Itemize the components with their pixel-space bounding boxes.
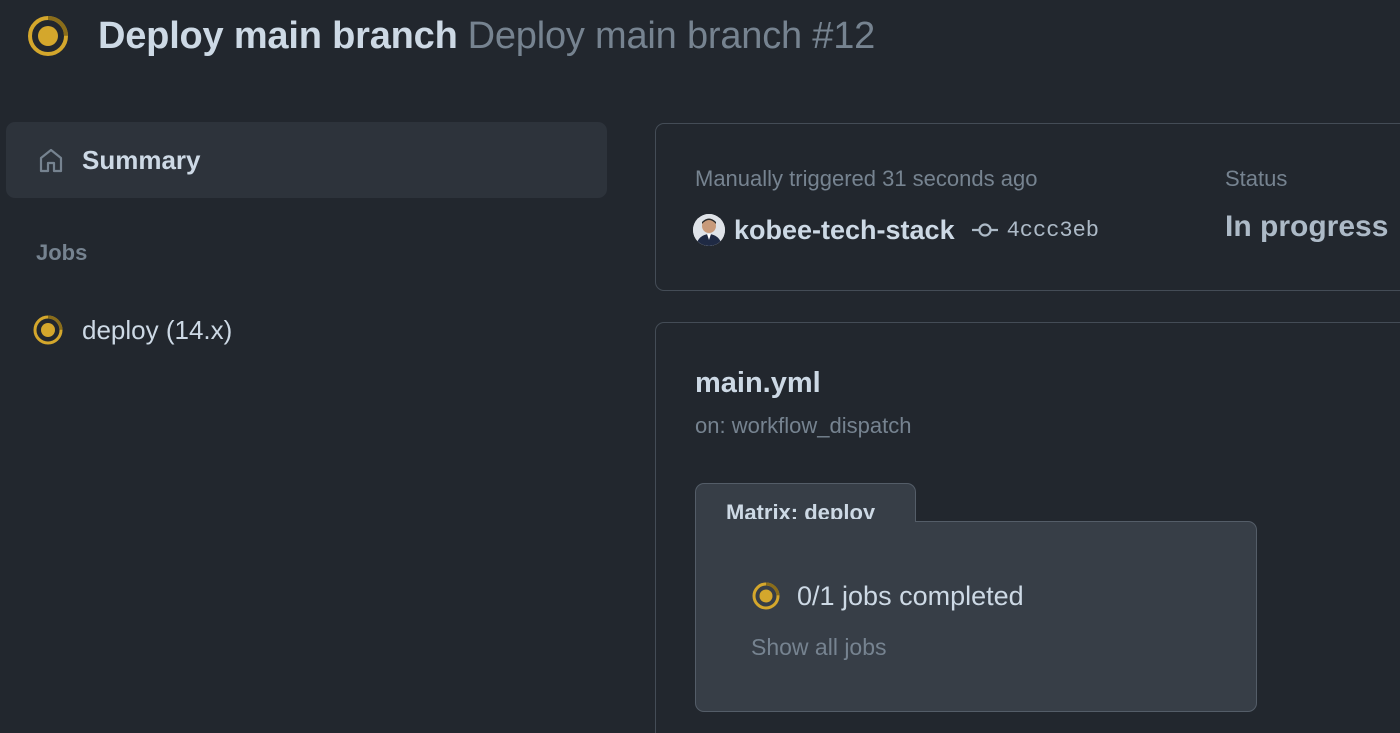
status-value: In progress	[1225, 210, 1389, 243]
show-all-jobs-button[interactable]: Show all jobs	[751, 634, 887, 660]
in-progress-ring-icon	[28, 16, 68, 56]
workflow-title: Deploy main branch	[98, 15, 458, 57]
workflow-file-name: main.yml	[695, 367, 821, 399]
sidebar-item-summary[interactable]: Summary	[6, 122, 607, 198]
trigger-text: Manually triggered 31 seconds ago	[695, 166, 1038, 191]
git-commit-icon	[971, 223, 998, 237]
commit-sha-link[interactable]: 4ccc3eb	[1006, 217, 1100, 243]
actor-link[interactable]: kobee-tech-stack	[734, 214, 955, 245]
status-label: Status	[1225, 166, 1288, 191]
avatar[interactable]	[693, 214, 725, 246]
in-progress-ring-icon	[33, 315, 63, 345]
sidebar-item-job-deploy[interactable]: deploy (14.x)	[32, 308, 232, 352]
workflow-trigger-event: on: workflow_dispatch	[695, 413, 912, 438]
job-label: deploy (14.x)	[82, 314, 233, 345]
matrix-tab-joint	[696, 519, 915, 525]
in-progress-ring-icon	[752, 582, 780, 610]
matrix-box: 0/1 jobs completed Show all jobs	[695, 521, 1257, 712]
run-trigger-card: Manually triggered 31 seconds ago kobee-…	[655, 123, 1400, 291]
matrix-progress-text: 0/1 jobs completed	[797, 580, 1024, 611]
home-icon	[39, 148, 63, 173]
sidebar-item-label: Summary	[82, 144, 201, 175]
actor-row: kobee-tech-stack 4ccc3eb	[693, 210, 1099, 250]
jobs-heading: Jobs	[36, 240, 88, 265]
run-name: Deploy main branch #12	[467, 15, 876, 57]
workflow-graph-card: main.yml on: workflow_dispatch Matrix: d…	[655, 322, 1400, 733]
matrix-progress: 0/1 jobs completed	[751, 578, 1024, 614]
